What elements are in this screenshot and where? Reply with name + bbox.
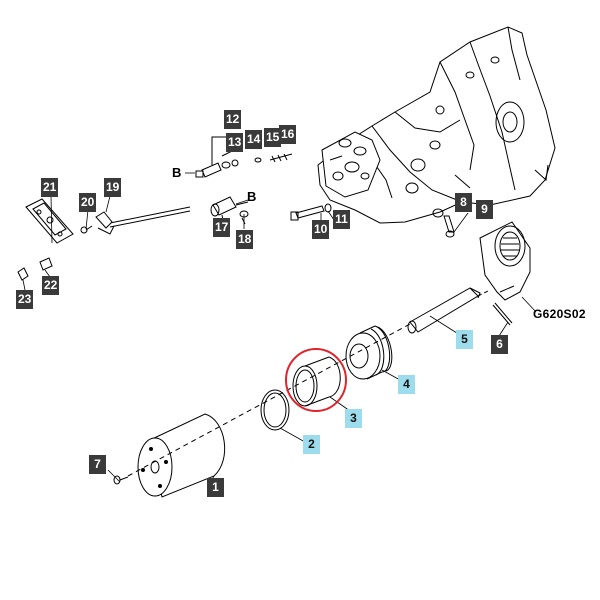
callout-23[interactable]: 23 <box>16 290 34 309</box>
connection-marker-b-lower: B <box>247 189 257 204</box>
bolt-8 <box>432 208 455 238</box>
piston-rod <box>407 287 481 334</box>
callout-21[interactable]: 21 <box>41 178 59 197</box>
transmission-housing <box>317 26 556 224</box>
gasket-plate-21 <box>25 198 74 244</box>
callout-17[interactable]: 17 <box>213 218 231 237</box>
callout-8[interactable]: 8 <box>455 193 472 212</box>
callout-10[interactable]: 10 <box>312 220 330 239</box>
callout-18[interactable]: 18 <box>236 230 254 249</box>
end-cover <box>479 221 531 326</box>
drawing-code: G620S02 <box>533 307 586 321</box>
bleed-screw <box>113 475 129 485</box>
lever-rod-19 <box>80 206 191 235</box>
piston <box>345 325 393 380</box>
callout-13[interactable]: 13 <box>226 133 244 152</box>
callout-11[interactable]: 11 <box>333 210 350 229</box>
callout-14[interactable]: 14 <box>245 130 263 149</box>
o-ring <box>260 389 290 431</box>
callout-15[interactable]: 15 <box>264 128 282 147</box>
callout-1[interactable]: 1 <box>207 478 224 497</box>
callout-5[interactable]: 5 <box>456 330 473 349</box>
callout-3[interactable]: 3 <box>345 409 362 428</box>
connection-marker-b-upper: B <box>172 165 182 180</box>
highlight-circle <box>285 348 347 412</box>
valve-block <box>321 131 381 198</box>
callout-4[interactable]: 4 <box>398 375 415 394</box>
callout-22[interactable]: 22 <box>42 276 60 295</box>
sleeve <box>292 356 341 407</box>
callout-9[interactable]: 9 <box>476 200 493 219</box>
callout-7[interactable]: 7 <box>89 455 106 474</box>
fitting-group-12-16 <box>195 136 293 178</box>
small-parts-22-23 <box>17 257 53 281</box>
callout-2[interactable]: 2 <box>303 435 320 454</box>
callout-12[interactable]: 12 <box>224 110 242 129</box>
cylinder <box>137 413 226 498</box>
assembly-axis <box>127 323 411 477</box>
callout-20[interactable]: 20 <box>79 193 97 212</box>
callout-6[interactable]: 6 <box>491 335 508 354</box>
callout-16[interactable]: 16 <box>279 125 297 144</box>
leader-lines <box>22 172 537 484</box>
callout-19[interactable]: 19 <box>104 178 122 197</box>
bolt-10 <box>290 203 332 221</box>
